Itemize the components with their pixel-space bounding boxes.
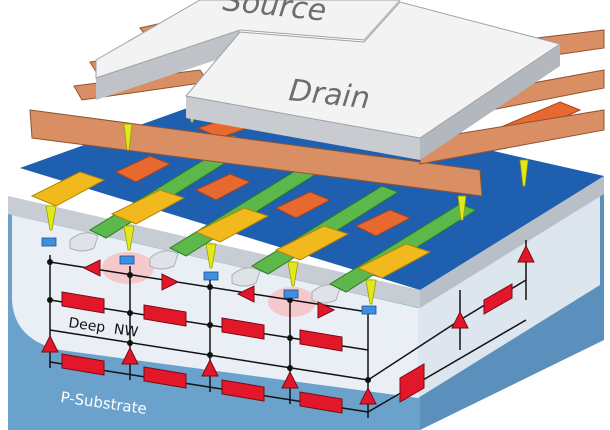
drain-pad-side-right	[420, 44, 560, 160]
node-1	[47, 259, 53, 265]
via-6	[287, 261, 299, 287]
diode-11	[517, 244, 535, 263]
resistors	[61, 283, 513, 414]
node-4	[287, 297, 293, 303]
resistor-6	[143, 366, 187, 389]
orange-finger-2	[194, 173, 252, 201]
contact-1	[41, 237, 57, 247]
orange-finger-3	[274, 191, 332, 219]
resistor-9	[483, 283, 513, 315]
node-2	[127, 272, 133, 278]
node-9	[127, 340, 133, 346]
via-7	[365, 279, 377, 305]
resistor-7	[221, 379, 265, 402]
node-7	[207, 322, 213, 328]
gold-finger-2	[110, 189, 186, 225]
wire-right-1	[367, 319, 461, 381]
contact-3	[203, 271, 219, 281]
trench-2	[149, 250, 179, 270]
diode-3	[236, 285, 255, 303]
node-12	[365, 377, 371, 383]
resistor-10	[399, 363, 425, 403]
via-9	[519, 159, 529, 187]
node-3	[207, 284, 213, 290]
via-5	[205, 243, 217, 269]
junction-dots	[47, 259, 371, 383]
node-11	[287, 365, 293, 371]
circuit-network	[41, 237, 535, 418]
via-1	[123, 123, 133, 151]
wire-right-5	[367, 319, 527, 413]
diode-7	[201, 358, 219, 377]
resistor-3	[221, 317, 265, 340]
orange-finger-4	[354, 209, 412, 237]
trench-3	[231, 267, 261, 287]
gold-finger-3	[194, 207, 270, 243]
drain-pad-side-left	[186, 96, 420, 160]
contact-4	[283, 289, 299, 299]
via-8	[457, 195, 467, 221]
contact-pads	[41, 237, 377, 315]
diode-5	[41, 334, 59, 353]
source-pad-side	[96, 30, 240, 100]
diode-8	[281, 370, 299, 389]
diodes	[41, 244, 535, 405]
diode-6	[121, 346, 139, 365]
diode-4	[317, 301, 336, 319]
resistor-2	[143, 304, 187, 327]
contact-2	[119, 255, 135, 265]
trench-4	[311, 284, 341, 304]
node-5	[47, 297, 53, 303]
drain-label: Drain	[287, 73, 371, 116]
via-3	[45, 205, 57, 231]
resistor-5	[61, 353, 105, 376]
diode-1	[82, 259, 101, 277]
gold-finger-1	[30, 171, 106, 207]
diode-9	[359, 386, 377, 405]
resistor-1	[61, 291, 105, 314]
via-4	[123, 225, 135, 251]
metal-pads: Source Drain	[95, 0, 562, 160]
diode-2	[161, 273, 180, 291]
gold-finger-5	[356, 243, 432, 279]
diode-10	[451, 310, 469, 329]
orange-finger-1	[114, 155, 172, 183]
resistor-4	[299, 329, 343, 352]
resistor-8	[299, 391, 343, 414]
copper-bar-lower	[29, 109, 483, 197]
trench-1	[69, 232, 99, 252]
gold-fingers	[30, 135, 432, 279]
node-8	[287, 335, 293, 341]
isolation-trenches	[69, 232, 341, 304]
node-6	[127, 310, 133, 316]
surface-right-edge	[420, 176, 604, 308]
node-10	[207, 352, 213, 358]
gold-finger-4	[274, 225, 350, 261]
drain-pad-top	[185, 1, 562, 139]
contact-5	[361, 305, 377, 315]
